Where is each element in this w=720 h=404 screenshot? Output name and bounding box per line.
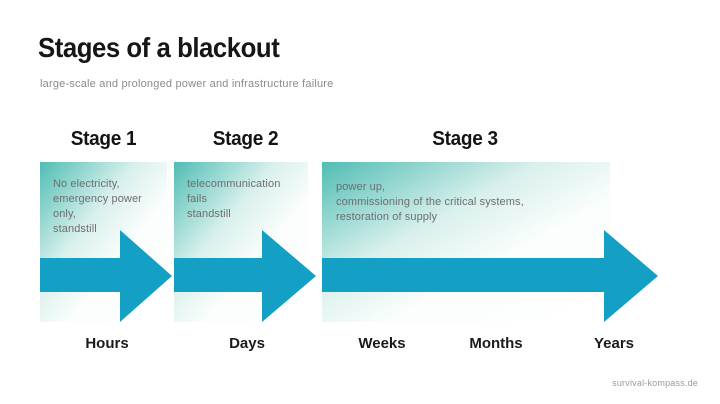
timeline-label-weeks: Weeks [358,335,406,352]
timeline-label-days: Days [229,335,265,352]
stage-1-description: No electricity, emergency power only, st… [53,177,163,237]
stage-3-line: commissioning of the critical systems, [336,196,524,208]
stage-1-line: standstill [53,223,97,235]
stage-2-header: Stage 2 [212,128,279,150]
stage-3-arrow [322,230,658,322]
stage-1-line: only, [53,208,76,220]
stage-2-description: telecommunication fails standstill [187,177,307,222]
stage-1-arrow [40,230,172,322]
stage-1-line: No electricity, [53,178,120,190]
stage-3-box [322,162,610,322]
page-title: Stages of a blackout [38,32,280,63]
stage-2-line: standstill [187,208,231,220]
stage-3-line: power up, [336,181,386,193]
page-subtitle: large-scale and prolonged power and infr… [40,78,334,90]
timeline-label-months: Months [469,335,523,352]
stage-3-description: power up, commissioning of the critical … [336,180,576,225]
stage-3-line: restoration of supply [336,211,438,223]
source-credit: survival-kompass.de [612,378,698,388]
stage-2-arrow [174,230,316,322]
stage-2-line: fails [187,193,208,205]
stage-1-line: emergency power [53,193,142,205]
stage-2-line: telecommunication [187,178,281,190]
timeline-label-hours: Hours [85,335,129,352]
stage-3-header: Stage 3 [432,128,498,150]
timeline-label-years: Years [593,335,635,352]
stage-1-header: Stage 1 [70,128,137,150]
